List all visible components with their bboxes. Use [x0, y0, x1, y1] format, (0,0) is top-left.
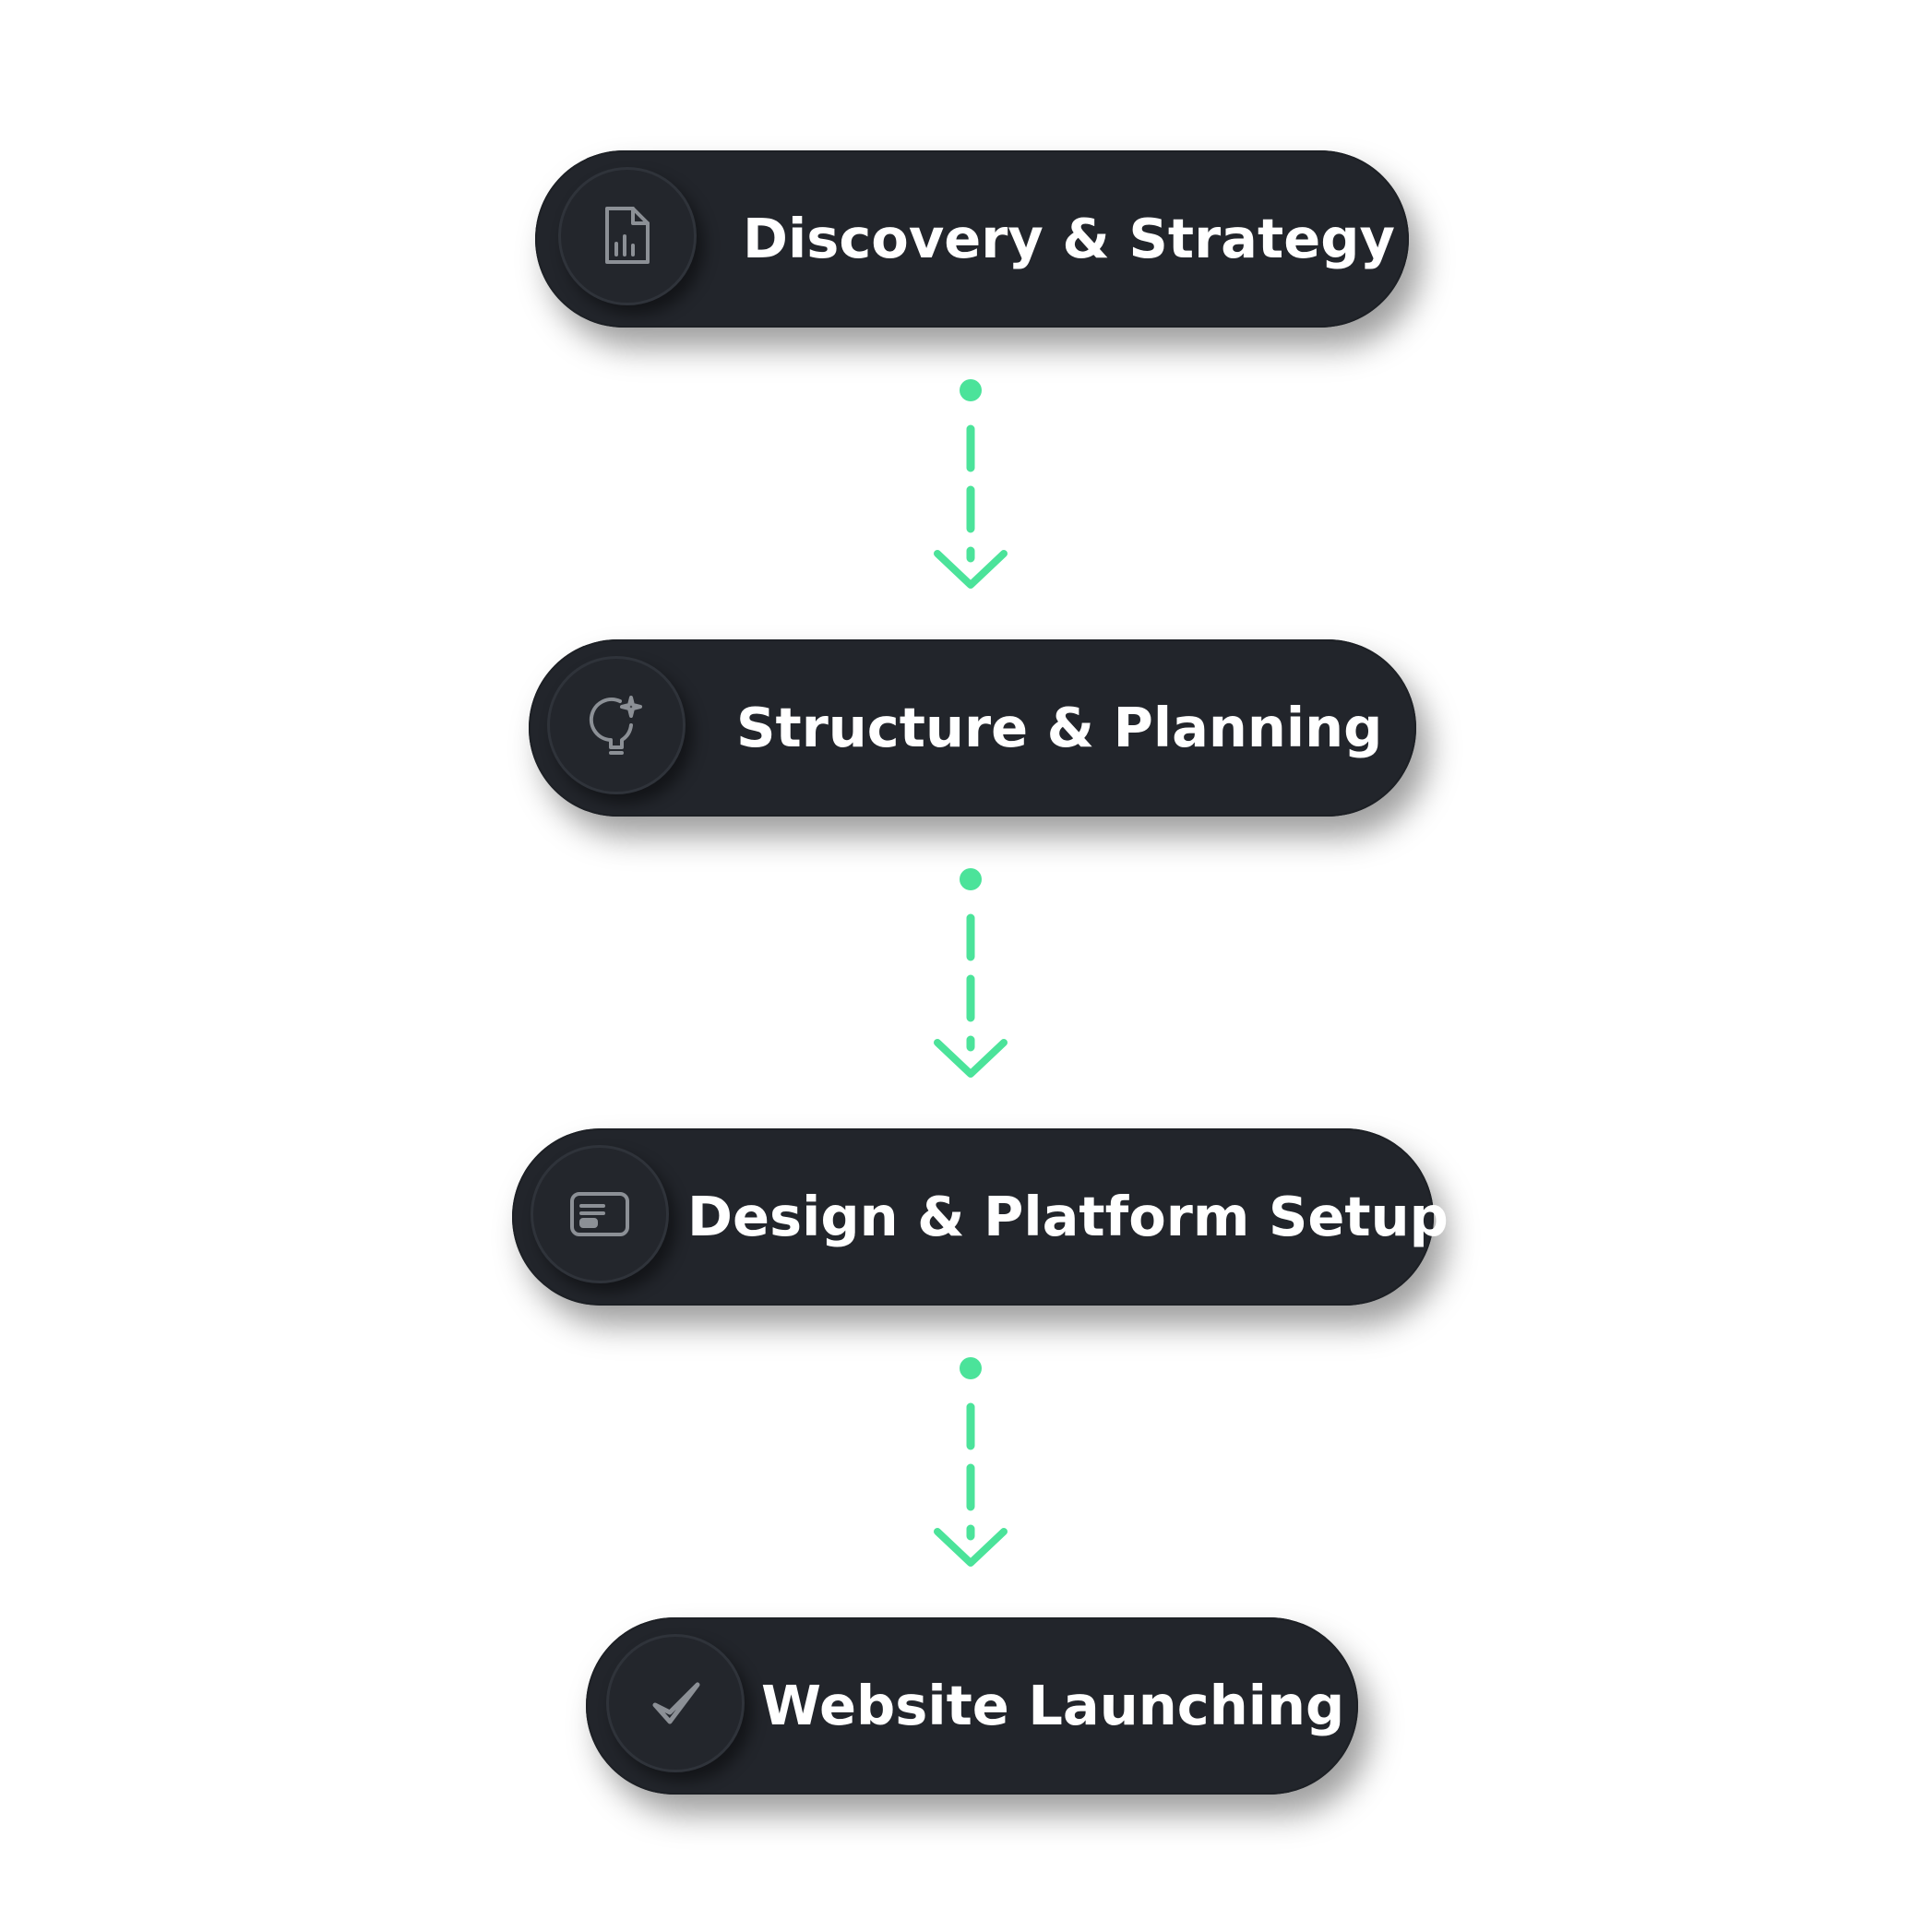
lightbulb-sparkle-icon	[589, 696, 642, 755]
step-icon-badge	[558, 167, 697, 305]
step-pill-design: Design & Platform Setup	[512, 1128, 1449, 1306]
step-icon-badge	[547, 656, 686, 794]
flow-connector-arrow	[934, 1357, 1008, 1567]
flow-connector-arrow	[934, 379, 1008, 589]
report-document-icon	[605, 207, 650, 264]
step-pill-discovery: Discovery & Strategy	[535, 150, 1409, 328]
step-pill-launch: Website Launching	[586, 1617, 1358, 1795]
step-label: Design & Platform Setup	[687, 1185, 1449, 1248]
checkmark-icon	[652, 1682, 700, 1724]
step-icon-badge	[531, 1145, 669, 1283]
step-label: Structure & Planning	[736, 696, 1383, 759]
step-icon-badge	[606, 1634, 745, 1772]
step-label: Website Launching	[761, 1674, 1345, 1737]
step-pill-structure: Structure & Planning	[529, 639, 1416, 817]
flow-connector-arrow	[934, 868, 1008, 1078]
step-label: Discovery & Strategy	[743, 207, 1395, 270]
browser-card-icon	[570, 1192, 629, 1236]
